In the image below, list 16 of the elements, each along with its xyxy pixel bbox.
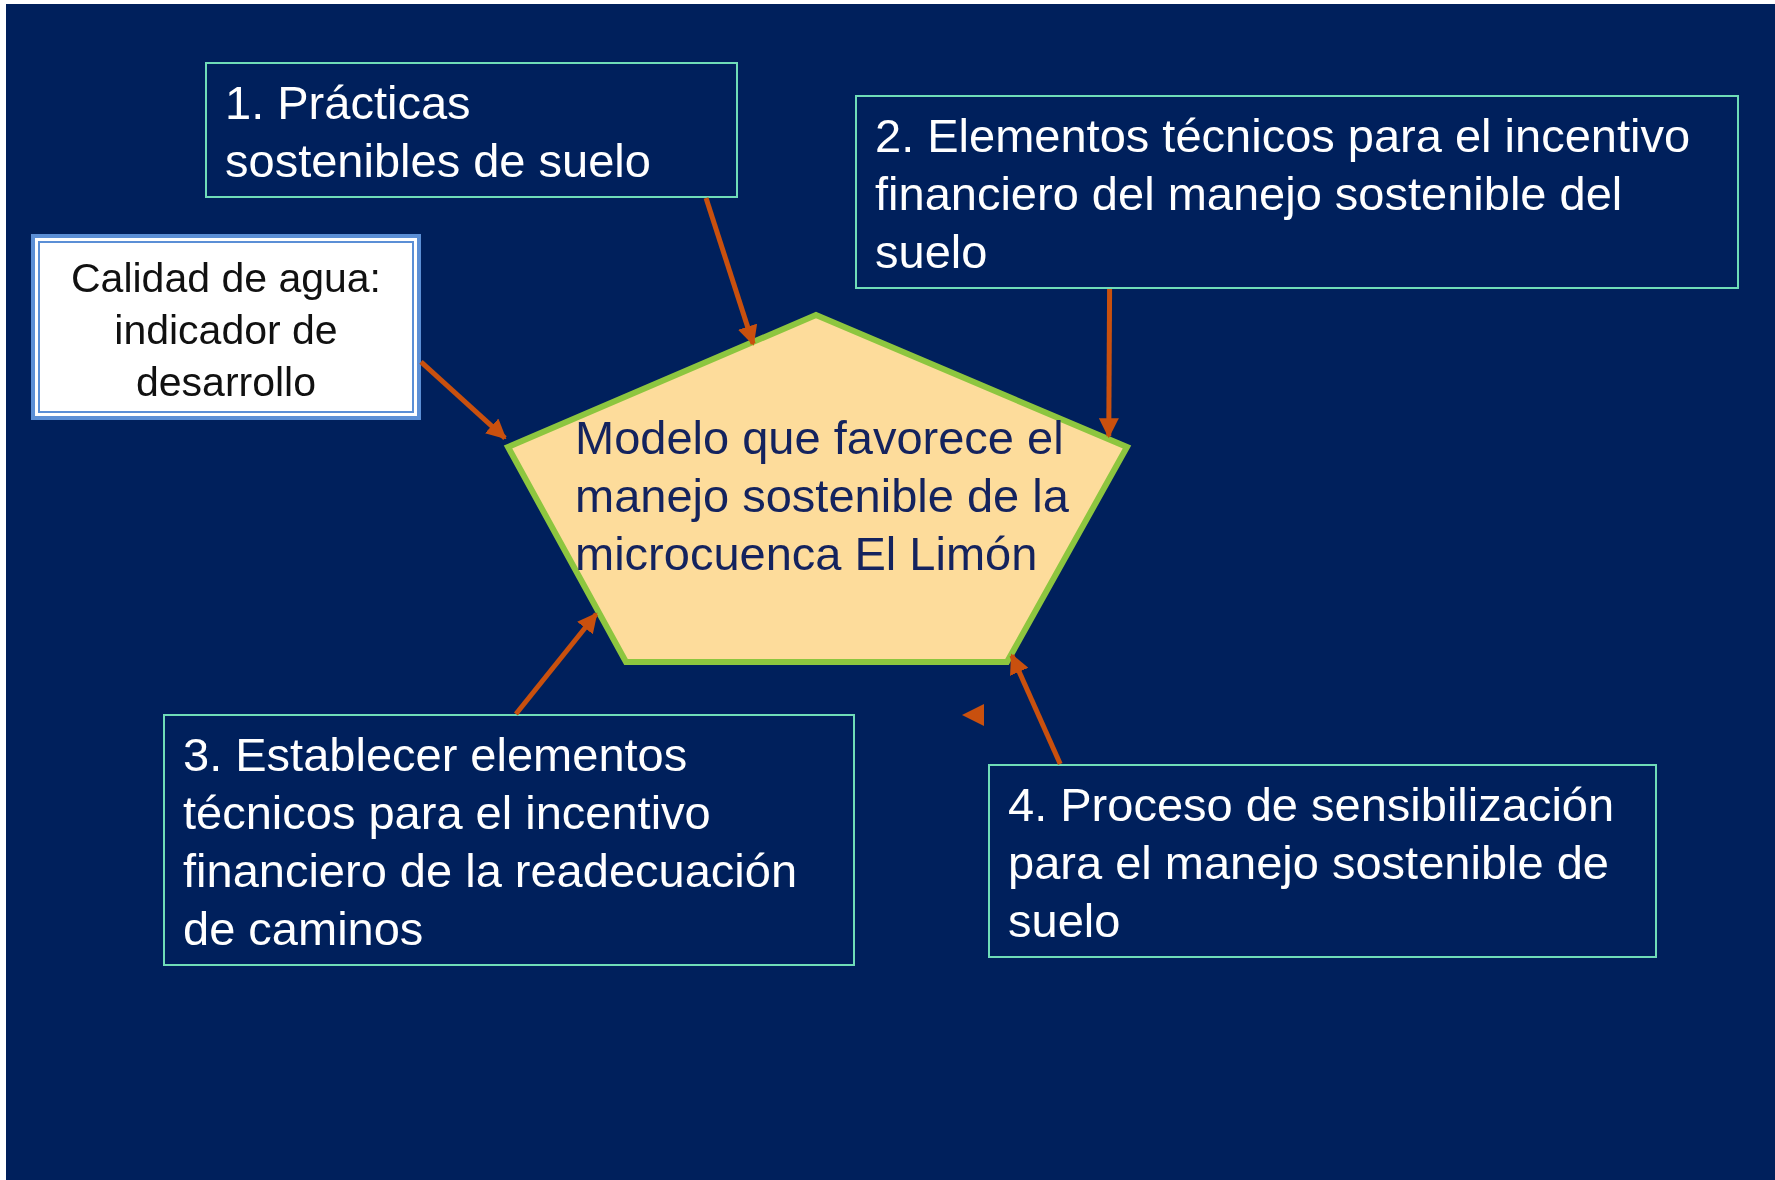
text-box bbox=[205, 62, 738, 198]
center-text: Modelo que favorece el manejo sostenible de la microcuenca El Limón bbox=[575, 410, 1070, 582]
arrow bbox=[703, 197, 758, 346]
text-box bbox=[163, 714, 855, 966]
text-box bbox=[31, 234, 421, 420]
arrow bbox=[1098, 289, 1119, 439]
arrow bbox=[419, 360, 507, 440]
text-box bbox=[855, 95, 1739, 289]
box-text: 2. Elementos técnicos para el incentivo financiero del manejo sostenible del suelo bbox=[875, 108, 1692, 280]
arrow bbox=[962, 653, 1063, 765]
box-text: 3. Establecer elementos técnicos para el incentivo financiero de la readecuación de caminos bbox=[183, 727, 799, 957]
text-box bbox=[988, 764, 1657, 958]
arrow bbox=[513, 612, 599, 716]
box-text: 4. Proceso de sensibilización para el manejo sostenible de suelo bbox=[1008, 777, 1616, 949]
box-text: Calidad de agua: indicador de desarrollo bbox=[70, 254, 382, 407]
box-text: 1. Prácticas sostenibles de suelo bbox=[225, 75, 652, 189]
